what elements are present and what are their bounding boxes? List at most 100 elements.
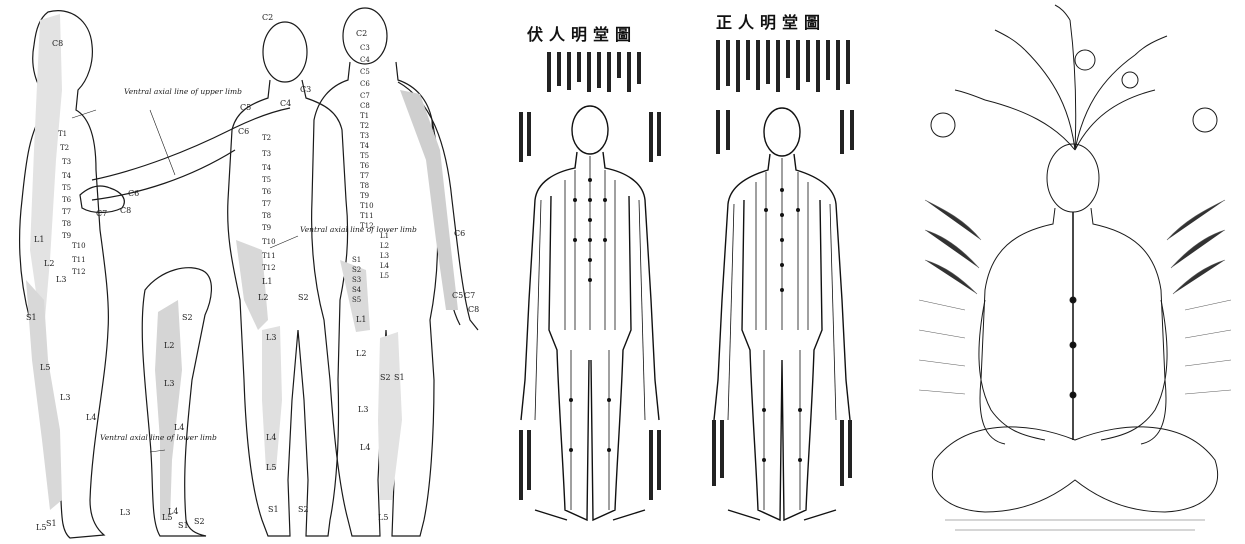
svg-text:C4: C4 — [280, 99, 291, 108]
svg-text:T12: T12 — [360, 222, 374, 230]
acupuncture-chart-front: 正人明堂圖 — [712, 13, 854, 520]
svg-text:C8: C8 — [468, 305, 479, 314]
svg-text:C6: C6 — [454, 229, 465, 238]
acupuncture-chart-back: 伏人明堂圖 — [519, 25, 661, 520]
caption-lower-limb: Ventral axial line of lower limb — [100, 433, 217, 442]
svg-text:L4: L4 — [380, 262, 390, 270]
svg-text:L5: L5 — [380, 272, 389, 280]
svg-text:T9: T9 — [62, 232, 71, 240]
svg-text:S5: S5 — [352, 296, 361, 304]
svg-text:T7: T7 — [360, 172, 369, 180]
svg-text:C6: C6 — [238, 127, 249, 136]
svg-text:S4: S4 — [352, 286, 362, 294]
svg-text:T12: T12 — [72, 268, 86, 276]
svg-text:L1: L1 — [262, 277, 272, 286]
svg-text:S2: S2 — [194, 517, 205, 526]
svg-text:C8: C8 — [360, 102, 370, 110]
svg-text:T4: T4 — [360, 142, 370, 150]
svg-text:C7: C7 — [96, 209, 107, 218]
svg-text:S1: S1 — [352, 256, 361, 264]
svg-text:L2: L2 — [258, 293, 268, 302]
svg-text:L2: L2 — [356, 349, 366, 358]
svg-text:L2: L2 — [164, 341, 174, 350]
svg-text:L4: L4 — [266, 433, 276, 442]
svg-text:T5: T5 — [62, 184, 71, 192]
svg-text:L5: L5 — [266, 463, 276, 472]
svg-text:T7: T7 — [62, 208, 71, 216]
svg-text:T7: T7 — [262, 200, 271, 208]
svg-text:T9: T9 — [262, 224, 271, 232]
dermatome-panel: C8 T1 T2 T3 T4 T5 T6 T7 T8 T9 T10 T11 T1… — [0, 0, 480, 544]
svg-text:L3: L3 — [358, 405, 368, 414]
svg-text:T2: T2 — [60, 144, 69, 152]
caption-upper-limb: Ventral axial line of upper limb — [124, 87, 242, 96]
svg-text:T1: T1 — [58, 130, 67, 138]
svg-text:T6: T6 — [360, 162, 370, 170]
svg-text:C5: C5 — [360, 68, 370, 76]
svg-text:T4: T4 — [62, 172, 72, 180]
svg-text:T3: T3 — [360, 132, 369, 140]
svg-text:T4: T4 — [262, 164, 272, 172]
svg-text:C7: C7 — [464, 291, 475, 300]
svg-text:C8: C8 — [120, 206, 131, 215]
svg-text:S1: S1 — [178, 521, 189, 530]
svg-text:L4: L4 — [174, 423, 184, 432]
svg-text:C3: C3 — [360, 44, 370, 52]
svg-text:T11: T11 — [360, 212, 374, 220]
svg-text:T10: T10 — [360, 202, 374, 210]
svg-text:L3: L3 — [60, 393, 70, 402]
svg-text:T6: T6 — [62, 196, 72, 204]
svg-text:T11: T11 — [72, 256, 86, 264]
label-c8: C8 — [52, 39, 63, 48]
chinese-charts-panel: 伏人明堂圖 — [505, 0, 900, 544]
svg-text:T10: T10 — [262, 238, 276, 246]
svg-text:L1: L1 — [356, 315, 366, 324]
svg-text:S1: S1 — [26, 313, 37, 322]
chart-title-back: 伏人明堂圖 — [527, 25, 637, 44]
chart-title-front: 正人明堂圖 — [716, 13, 826, 32]
svg-text:L2: L2 — [44, 259, 54, 268]
svg-text:T3: T3 — [262, 150, 271, 158]
svg-text:C4: C4 — [360, 56, 370, 64]
svg-text:S2: S2 — [298, 505, 309, 514]
svg-text:T3: T3 — [62, 158, 71, 166]
svg-text:C5: C5 — [240, 103, 251, 112]
svg-text:C2: C2 — [356, 29, 367, 38]
svg-text:L3: L3 — [120, 508, 130, 517]
svg-text:T10: T10 — [72, 242, 86, 250]
svg-text:L1: L1 — [34, 235, 44, 244]
svg-text:C3: C3 — [300, 85, 311, 94]
svg-text:T2: T2 — [262, 134, 271, 142]
svg-text:T9: T9 — [360, 192, 369, 200]
svg-text:T11: T11 — [262, 252, 276, 260]
caption-front-lower-limb: Ventral axial line of lower limb — [300, 225, 417, 234]
svg-text:L1: L1 — [380, 232, 389, 240]
svg-text:T5: T5 — [262, 176, 271, 184]
svg-text:L3: L3 — [56, 275, 66, 284]
tibetan-channel-panel — [905, 0, 1245, 544]
svg-text:L2: L2 — [380, 242, 389, 250]
svg-text:L3: L3 — [380, 252, 389, 260]
svg-text:S1: S1 — [46, 519, 57, 528]
svg-text:L5: L5 — [36, 523, 46, 532]
svg-text:T2: T2 — [360, 122, 369, 130]
svg-text:S2: S2 — [182, 313, 193, 322]
svg-text:L3: L3 — [164, 379, 174, 388]
svg-text:S2: S2 — [380, 373, 391, 382]
svg-text:L4: L4 — [168, 507, 178, 516]
svg-text:S3: S3 — [352, 276, 361, 284]
svg-text:C5: C5 — [452, 291, 463, 300]
svg-text:C7: C7 — [360, 92, 370, 100]
svg-text:S2: S2 — [298, 293, 309, 302]
svg-text:T6: T6 — [262, 188, 272, 196]
svg-text:L5: L5 — [40, 363, 50, 372]
svg-text:T8: T8 — [262, 212, 271, 220]
svg-text:L4: L4 — [360, 443, 370, 452]
svg-text:T5: T5 — [360, 152, 369, 160]
svg-text:T8: T8 — [360, 182, 369, 190]
svg-text:S1: S1 — [394, 373, 405, 382]
svg-text:L4: L4 — [86, 413, 96, 422]
svg-text:T1: T1 — [360, 112, 369, 120]
svg-text:C2: C2 — [262, 13, 273, 22]
